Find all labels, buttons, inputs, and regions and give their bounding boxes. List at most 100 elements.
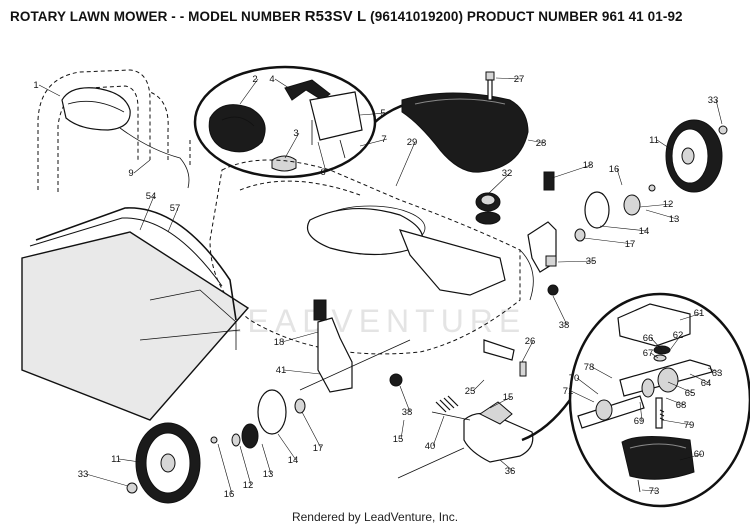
callout-61[interactable]: 61 xyxy=(694,308,705,319)
callout-leader-38 xyxy=(552,295,568,326)
callout-leader-78 xyxy=(591,366,613,379)
callout-leader-12 xyxy=(639,203,672,208)
detail-bubble-cable-mount xyxy=(193,65,441,179)
callout-32[interactable]: 32 xyxy=(502,168,513,179)
callout-leader-33 xyxy=(85,473,129,487)
callout-leader-69 xyxy=(639,401,643,422)
callout-73[interactable]: 73 xyxy=(649,486,660,497)
callout-leader-13 xyxy=(645,209,678,220)
diagram-title: ROTARY LAWN MOWER - - MODEL NUMBER R53SV… xyxy=(10,8,683,25)
callout-12[interactable]: 12 xyxy=(663,199,674,210)
callout-17[interactable]: 17 xyxy=(313,443,324,454)
callout-70[interactable]: 70 xyxy=(569,373,580,384)
callout-leader-73 xyxy=(641,489,658,492)
handle-grip-pad xyxy=(61,87,131,131)
callout-18[interactable]: 18 xyxy=(274,337,285,348)
callout-65[interactable]: 65 xyxy=(685,388,696,399)
callout-69[interactable]: 69 xyxy=(634,416,645,427)
callout-leader-5 xyxy=(359,112,387,116)
callout-79[interactable]: 79 xyxy=(684,420,695,431)
watermark-text: LEADVENTURE xyxy=(224,303,527,339)
callout-leader-29 xyxy=(395,141,416,187)
callout-16[interactable]: 16 xyxy=(224,489,235,500)
callout-62[interactable]: 62 xyxy=(673,330,684,341)
callout-14[interactable]: 14 xyxy=(288,455,299,466)
callout-leader-27 xyxy=(495,77,523,80)
callout-leader-11 xyxy=(656,139,673,151)
callout-leader-4 xyxy=(274,78,293,91)
callout-78[interactable]: 78 xyxy=(584,362,595,373)
handle-assembly xyxy=(37,69,191,192)
callout-27[interactable]: 27 xyxy=(514,74,525,85)
callout-leader-16 xyxy=(616,168,623,186)
callout-leader-18 xyxy=(281,331,319,343)
left-drive-gear-parts xyxy=(210,299,411,449)
mower-deck xyxy=(209,159,534,355)
callout-26[interactable]: 26 xyxy=(525,336,536,347)
callout-leader-57 xyxy=(167,207,179,233)
callout-leader-1 xyxy=(38,84,61,97)
callout-64[interactable]: 64 xyxy=(701,378,712,389)
callout-63[interactable]: 63 xyxy=(712,368,723,379)
callout-38[interactable]: 38 xyxy=(559,320,570,331)
callout-41[interactable]: 41 xyxy=(276,365,287,376)
callout-1[interactable]: 1 xyxy=(33,80,38,91)
callout-leader-64 xyxy=(689,373,710,384)
callout-leader-7 xyxy=(359,138,388,147)
right-drive-gear-parts xyxy=(527,171,656,296)
callout-16[interactable]: 16 xyxy=(609,164,620,175)
callout-leader-40 xyxy=(432,415,445,447)
callout-54[interactable]: 54 xyxy=(146,191,157,202)
callout-leader-14 xyxy=(277,433,297,461)
callout-7[interactable]: 7 xyxy=(381,134,386,145)
callout-57[interactable]: 57 xyxy=(170,203,181,214)
callout-15[interactable]: 15 xyxy=(393,434,404,445)
callout-71[interactable]: 71 xyxy=(563,386,574,397)
callout-14[interactable]: 14 xyxy=(639,226,650,237)
callout-leader-12 xyxy=(239,445,252,486)
callout-11[interactable]: 11 xyxy=(111,454,121,465)
callout-35[interactable]: 35 xyxy=(586,256,597,267)
callout-68[interactable]: 68 xyxy=(676,400,687,411)
callout-67[interactable]: 67 xyxy=(643,348,654,359)
callout-2[interactable]: 2 xyxy=(252,74,257,85)
callout-28[interactable]: 28 xyxy=(536,138,547,149)
callout-12[interactable]: 12 xyxy=(243,480,254,491)
callout-33[interactable]: 33 xyxy=(708,95,719,106)
callout-9[interactable]: 9 xyxy=(128,168,133,179)
callout-13[interactable]: 13 xyxy=(669,214,680,225)
callout-leader-11 xyxy=(118,458,141,463)
callout-66[interactable]: 66 xyxy=(643,333,654,344)
callout-36[interactable]: 36 xyxy=(505,466,516,477)
callout-leader-41 xyxy=(283,369,321,375)
callout-60[interactable]: 60 xyxy=(694,449,705,460)
callout-leader-9 xyxy=(133,159,151,174)
callout-4[interactable]: 4 xyxy=(269,74,274,85)
callout-leader-32 xyxy=(487,172,511,195)
callout-leader-17 xyxy=(583,237,634,245)
callout-38[interactable]: 38 xyxy=(402,407,413,418)
callout-3[interactable]: 3 xyxy=(293,128,298,139)
callout-11[interactable]: 11 xyxy=(649,135,659,146)
callout-leader-36 xyxy=(499,459,514,472)
callout-17[interactable]: 17 xyxy=(625,239,636,250)
callout-leader-15 xyxy=(489,396,512,409)
callout-leader-66 xyxy=(650,337,663,351)
callout-6[interactable]: 6 xyxy=(320,167,325,178)
callout-13[interactable]: 13 xyxy=(263,469,274,480)
callout-leader-15 xyxy=(400,419,405,440)
model-number: R53SV L xyxy=(304,8,367,25)
callout-5[interactable]: 5 xyxy=(380,108,385,119)
callout-leader-63 xyxy=(707,367,721,374)
callout-40[interactable]: 40 xyxy=(425,441,436,452)
callout-25[interactable]: 25 xyxy=(465,386,476,397)
callout-leader-71 xyxy=(570,390,595,403)
callout-33[interactable]: 33 xyxy=(78,469,89,480)
callout-leader-17 xyxy=(301,411,322,449)
callout-29[interactable]: 29 xyxy=(407,137,418,148)
callout-15[interactable]: 15 xyxy=(503,392,514,403)
callout-18[interactable]: 18 xyxy=(583,160,594,171)
callout-leader-26 xyxy=(521,340,534,363)
callout-leader-18 xyxy=(551,164,592,179)
